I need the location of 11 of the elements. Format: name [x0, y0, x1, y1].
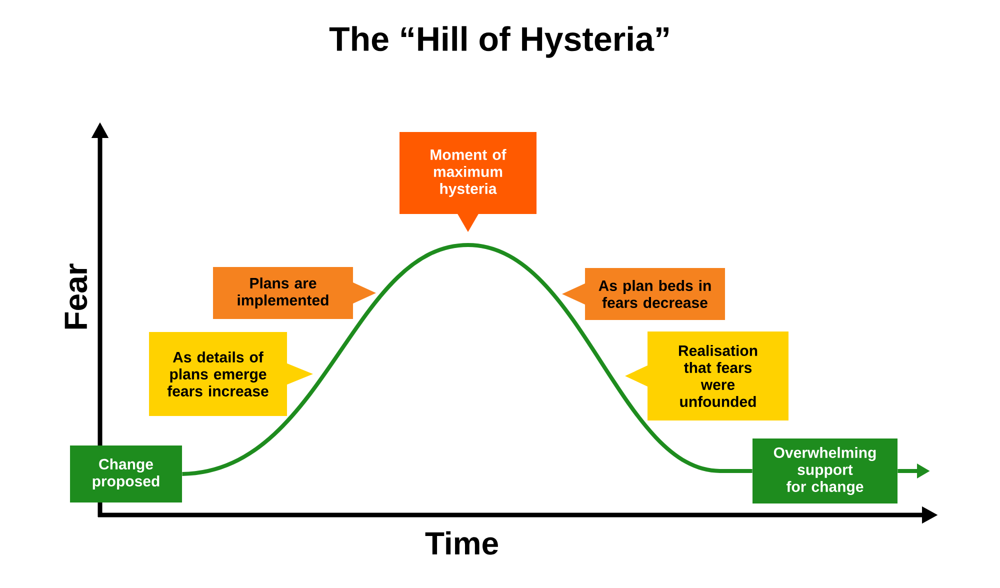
callout-box: Realisation that fears were unfounded [625, 331, 788, 420]
label-box: Overwhelming support for change [752, 438, 898, 504]
axis-label: Time [425, 531, 498, 555]
title: The “Hill of Hysteria” [329, 26, 668, 58]
callout-box: Moment of maximum hysteria [400, 132, 536, 232]
axis-label: Fear [64, 264, 88, 329]
callout-box: As details of plans emerge fears increase [149, 332, 313, 416]
label-box: Change proposed [70, 445, 182, 502]
callout-box: Plans are implemented [213, 267, 376, 319]
curve-line [182, 243, 752, 476]
callout-box: As plan beds in fears decrease [562, 268, 725, 320]
